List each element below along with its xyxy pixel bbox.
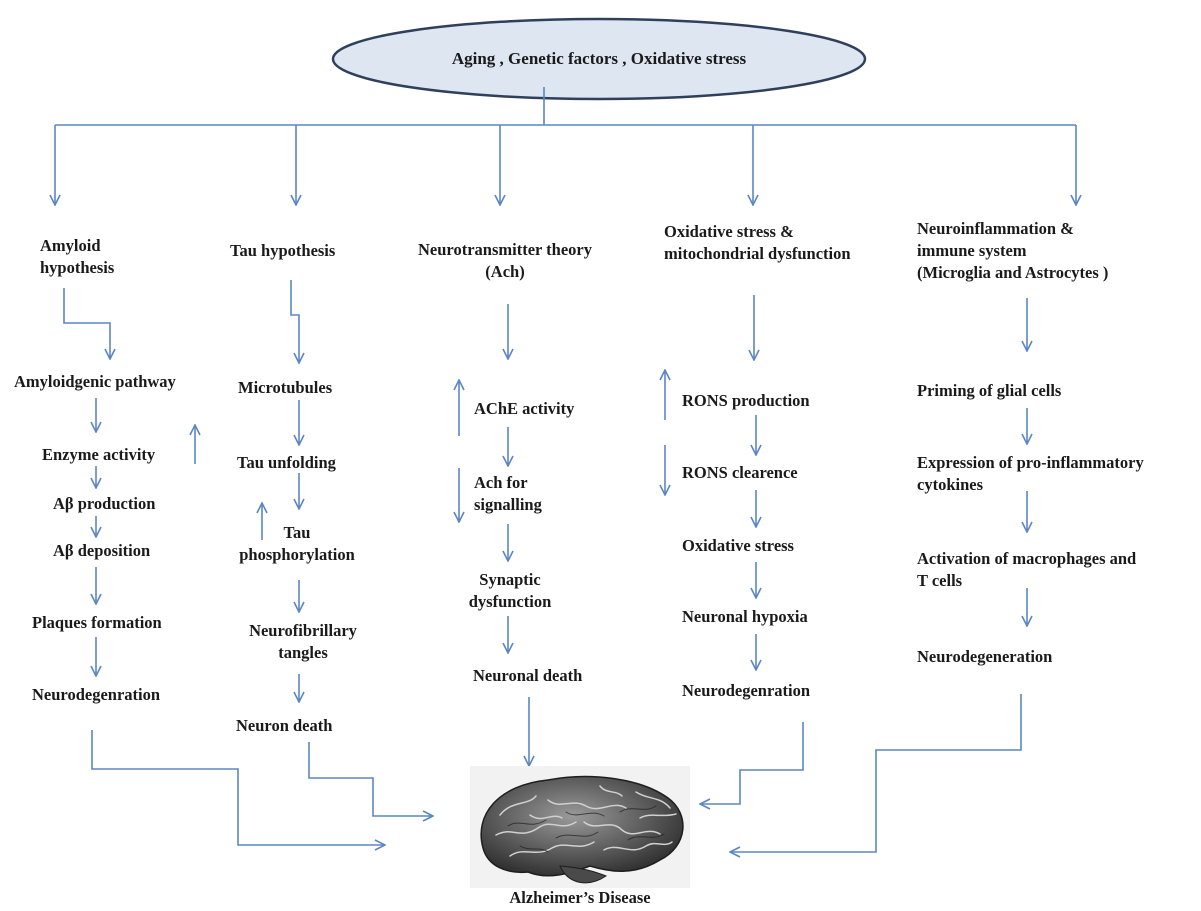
inf-step-cytokines: Expression of pro-inflammatory cytokines xyxy=(917,453,1144,494)
arrow-tau-title xyxy=(290,280,299,363)
ox-step-rons-production: RONS production xyxy=(682,391,810,410)
tau-step-unfolding: Tau unfolding xyxy=(237,453,336,472)
root-label: Aging , Genetic factors , Oxidative stre… xyxy=(451,49,747,68)
amyloid-step-plaques: Plaques formation xyxy=(32,613,162,632)
tau-title: Tau hypothesis xyxy=(230,241,336,260)
root-ellipse xyxy=(331,17,867,101)
amyloid-step-deposition: Aβ deposition xyxy=(53,541,151,560)
inflammation-title: Neuroinflammation & immune system (Micro… xyxy=(917,219,1109,282)
inf-step-priming: Priming of glial cells xyxy=(917,381,1062,400)
outcome-label: Alzheimer’s Disease xyxy=(509,888,651,907)
tau-step-tangles: Neurofibrillary tangles xyxy=(249,621,357,662)
neurotransmitter-title: Neurotransmitter theory (Ach) xyxy=(418,240,592,281)
brain-image xyxy=(470,766,690,888)
amyloid-title: Amyloid hypothesis xyxy=(40,236,115,277)
tau-step-microtubules: Microtubules xyxy=(238,378,333,397)
arrow-tau-to-ad xyxy=(308,742,433,816)
arrow-amyloid-to-ad xyxy=(91,730,385,845)
ox-step-neurodegeneration: Neurodegenration xyxy=(682,681,811,700)
inf-step-activation: Activation of macrophages and T cells xyxy=(917,549,1137,590)
nt-step-ache: AChE activity xyxy=(474,399,575,418)
inf-step-neurodegeneration: Neurodegeneration xyxy=(917,647,1053,666)
ox-step-rons-clearence: RONS clearence xyxy=(682,463,798,482)
tau-step-neuron-death: Neuron death xyxy=(236,716,333,735)
arrow-ox-to-ad xyxy=(700,722,804,804)
nt-step-neuronal-death: Neuronal death xyxy=(473,666,583,685)
nt-step-ach-signalling: Ach for signalling xyxy=(474,473,542,514)
oxidative-title: Oxidative stress & mitochondrial dysfunc… xyxy=(664,222,851,263)
nt-step-synaptic: Synaptic dysfunction xyxy=(468,570,552,611)
ox-step-hypoxia: Neuronal hypoxia xyxy=(682,607,808,626)
amyloid-step-enzyme: Enzyme activity xyxy=(42,445,156,464)
amyloid-step-production: Aβ production xyxy=(53,494,156,513)
arrow-amyloid-title xyxy=(63,288,110,359)
tau-step-phosphorylation: Tau phosphorylation xyxy=(239,523,355,564)
arrow-inf-to-ad xyxy=(730,694,1022,852)
amyloid-step-pathway: Amyloidgenic pathway xyxy=(14,372,176,391)
ox-step-oxidative-stress: Oxidative stress xyxy=(682,536,794,555)
amyloid-step-neurodegeneration: Neurodegenration xyxy=(32,685,161,704)
